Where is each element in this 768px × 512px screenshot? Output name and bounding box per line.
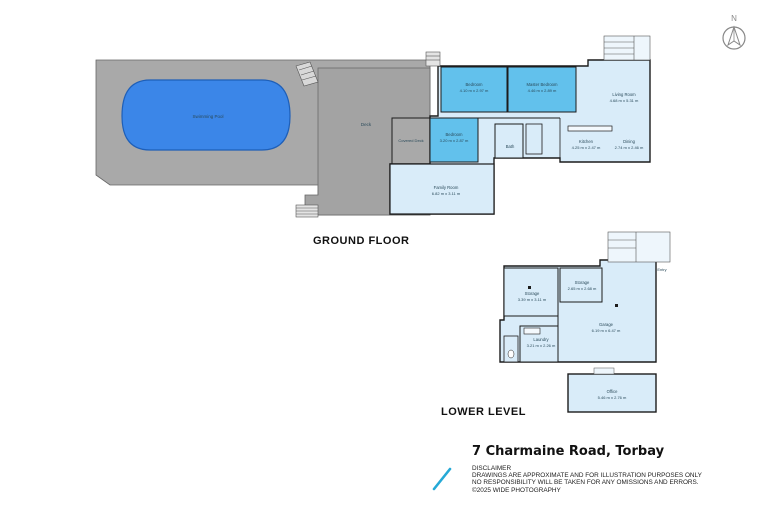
family-room xyxy=(389,163,495,215)
kitchen-label: Kitchen xyxy=(579,139,594,144)
entry-label: Entry xyxy=(657,267,666,272)
master-bedroom-label: Master Bedroom xyxy=(527,82,558,87)
pool-label: Swimming Pool xyxy=(192,114,223,119)
disclaimer-title: DISCLAIMER xyxy=(472,465,512,472)
master-bedroom-size: 4.46 m x 2.89 m xyxy=(528,88,557,93)
bath-label: Bath xyxy=(506,144,515,149)
compass-icon: N xyxy=(721,12,747,52)
storage-2-size: 2.65 m x 2.68 m xyxy=(568,286,597,291)
kitchen-size: 4.25 m x 2.47 m xyxy=(572,145,601,150)
disclaimer: DISCLAIMER DRAWINGS ARE APPROXIMATE AND … xyxy=(472,465,702,494)
ground-floor-title: GROUND FLOOR xyxy=(313,235,410,247)
bedroom-1-label: Bedroom xyxy=(466,82,484,87)
entry-stairs-top xyxy=(425,51,441,67)
garage-size: 6.19 m x 6.47 m xyxy=(592,328,621,333)
storage-1-label: Storage xyxy=(525,291,540,296)
upper-stairs xyxy=(603,35,651,61)
garage-label: Garage xyxy=(599,322,614,327)
bedroom-1 xyxy=(440,66,508,113)
deck-stairs-top xyxy=(295,61,319,87)
bedroom-2 xyxy=(429,117,479,163)
bedroom-1-size: 4.10 m x 2.97 m xyxy=(460,88,489,93)
living-room-size: 4.68 m x 5.31 m xyxy=(610,98,639,103)
property-address: 7 Charmaine Road, Torbay xyxy=(472,444,665,459)
family-room-size: 6.82 m x 3.11 m xyxy=(432,191,461,196)
bath xyxy=(494,123,524,159)
dining-size: 2.74 m x 2.46 m xyxy=(615,145,644,150)
master-bedroom xyxy=(507,66,577,113)
living-room-label: Living Room xyxy=(612,92,636,97)
dining-label: Dining xyxy=(623,139,636,144)
disclaimer-line: NO RESPONSIBILITY WILL BE TAKEN FOR ANY … xyxy=(472,479,699,487)
bedroom-2-size: 3.20 m x 2.87 m xyxy=(440,138,469,143)
office xyxy=(567,373,657,413)
storage-1-size: 3.39 m x 3.11 m xyxy=(518,297,547,302)
swimming-pool xyxy=(121,79,291,151)
covered-deck-label: Covered Deck xyxy=(398,138,423,143)
laundry-label: Laundry xyxy=(533,337,549,342)
deck-label: Deck xyxy=(361,122,372,127)
storage-1 xyxy=(503,267,559,317)
storage-2-label: Storage xyxy=(575,280,590,285)
storage-2 xyxy=(559,267,603,303)
disclaimer-line: DRAWINGS ARE APPROXIMATE AND FOR ILLUSTR… xyxy=(472,472,702,480)
disclaimer-line: ©2025 WIDE PHOTOGRAPHY xyxy=(472,486,561,494)
office-label: Office xyxy=(607,389,619,394)
laundry-size: 3.21 m x 2.26 m xyxy=(527,343,556,348)
brand-logo xyxy=(430,466,454,492)
covered-deck xyxy=(391,117,431,165)
office-size: 5.46 m x 2.76 m xyxy=(598,395,627,400)
compass-label: N xyxy=(731,14,737,23)
entry-porch xyxy=(607,231,671,263)
family-room-label: Family Room xyxy=(434,185,459,190)
bedroom-2-label: Bedroom xyxy=(446,132,464,137)
deck-stairs-bottom xyxy=(295,204,319,218)
lower-level-title: LOWER LEVEL xyxy=(441,406,526,418)
